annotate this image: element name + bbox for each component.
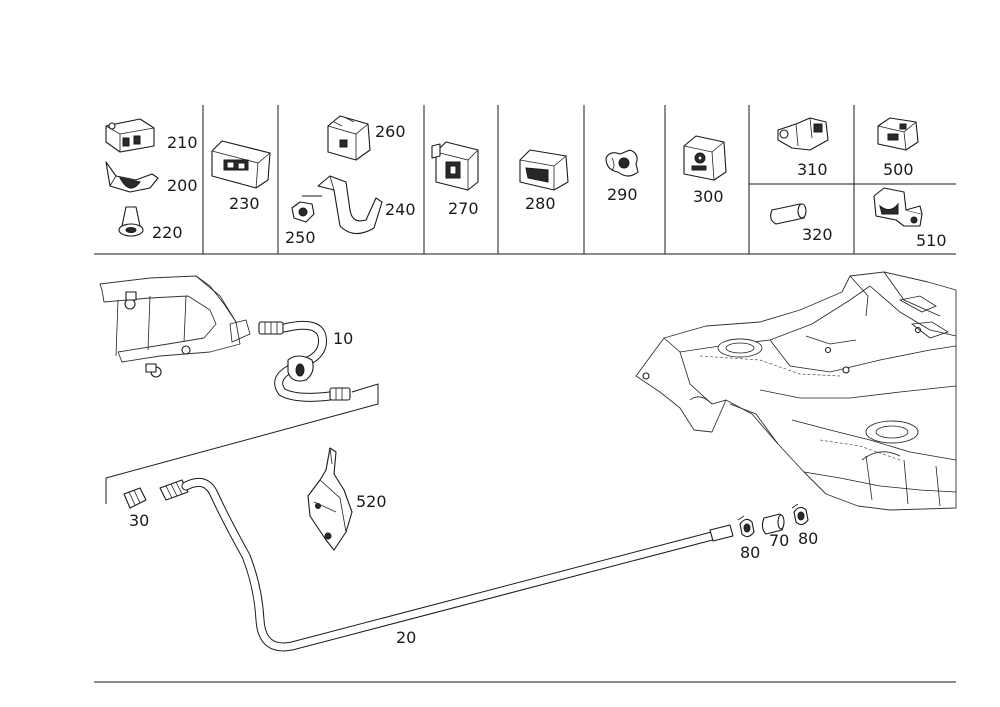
- clip-300-icon: [683, 135, 727, 181]
- clip-280-icon: [519, 149, 569, 191]
- vehicle-floor-pan-drawing: [635, 271, 957, 511]
- label-240: 240: [385, 200, 416, 219]
- label-300: 300: [693, 187, 724, 206]
- parts-table-grid: [94, 105, 956, 255]
- plug-220-icon: [118, 206, 144, 237]
- nut-250-icon: [291, 201, 315, 223]
- label-30: 30: [129, 511, 149, 530]
- clip-230-icon: [211, 140, 271, 189]
- bracket-520: [307, 447, 353, 551]
- fuel-line-20: [181, 477, 734, 652]
- clip-290-icon: [605, 149, 639, 177]
- label-320: 320: [802, 225, 833, 244]
- clamp-80-left: [737, 515, 755, 538]
- label-220: 220: [152, 223, 183, 242]
- label-200: 200: [167, 176, 198, 195]
- sleeve-320-icon: [770, 203, 807, 225]
- label-280: 280: [525, 194, 556, 213]
- label-210: 210: [167, 133, 198, 152]
- clip-200-icon: [105, 161, 159, 193]
- clamp-80-right: [791, 503, 809, 526]
- hose-70: [761, 513, 785, 535]
- pipe-end-fitting: [159, 479, 189, 501]
- label-290: 290: [607, 185, 638, 204]
- label-520: 520: [356, 492, 387, 511]
- label-20: 20: [396, 628, 416, 647]
- label-270: 270: [448, 199, 479, 218]
- label-230: 230: [229, 194, 260, 213]
- fuel-line-10: [258, 320, 351, 402]
- clip-510-icon: [873, 187, 923, 227]
- clip-270-icon: [431, 141, 479, 191]
- clip-210-icon: [105, 118, 155, 153]
- label-260: 260: [375, 122, 406, 141]
- bracket-240-icon: [302, 175, 383, 235]
- label-10: 10: [333, 329, 353, 348]
- label-510: 510: [916, 231, 947, 250]
- bracket-frame-lines: [105, 383, 379, 504]
- label-70: 70: [769, 531, 789, 550]
- clip-260-icon: [327, 115, 371, 161]
- clip-500-icon: [877, 117, 919, 151]
- label-80-left: 80: [740, 543, 760, 562]
- label-80-right: 80: [798, 529, 818, 548]
- fuel-rail-drawing: [99, 275, 251, 378]
- label-500: 500: [883, 160, 914, 179]
- connector-30: [123, 487, 147, 509]
- label-310: 310: [797, 160, 828, 179]
- clip-310-icon: [777, 117, 829, 151]
- label-250: 250: [285, 228, 316, 247]
